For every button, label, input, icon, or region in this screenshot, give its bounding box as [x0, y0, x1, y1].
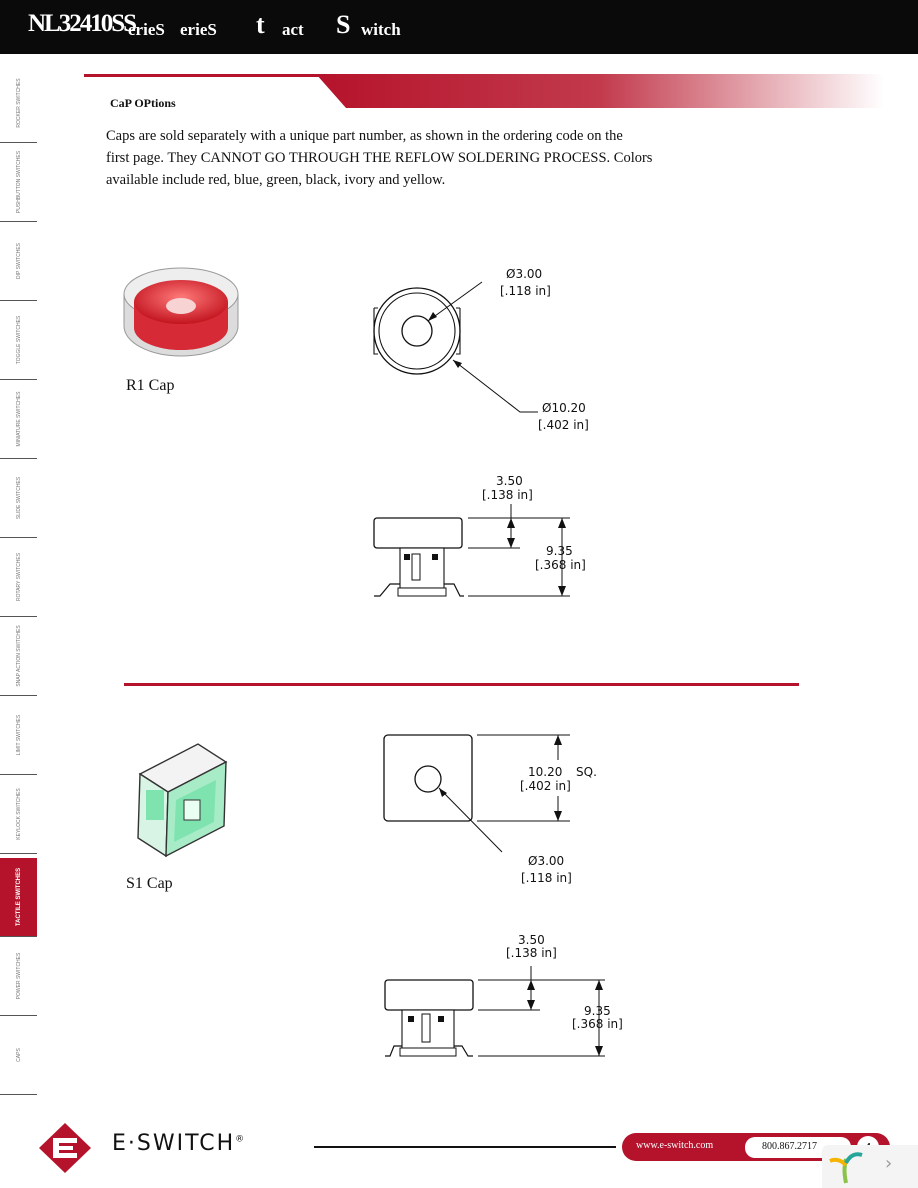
r1-cap-photo: [120, 262, 242, 362]
sidebar-tab-slide[interactable]: SLIDE SWITCHES: [0, 459, 37, 538]
sidebar-tab-tactile[interactable]: TACTILE SWITCHES: [0, 858, 37, 937]
page-header: NL32410SS erieS erieS t act S witch: [0, 0, 918, 54]
sidebar-tab-limit[interactable]: LIMIT SWITCHES: [0, 696, 37, 775]
viewer-widget: [822, 1145, 918, 1188]
header-switch-rest: witch: [361, 20, 401, 39]
r1-caption: R1 Cap: [126, 377, 175, 394]
s1-side-in-label: [.402 in]: [520, 779, 571, 793]
sidebar-tab-snap-action[interactable]: SNAP ACTION SWITCHES: [0, 617, 37, 696]
section-banner: [84, 74, 884, 108]
sidebar-tab-caps[interactable]: CAPS: [0, 1016, 37, 1095]
s1-caption: S1 Cap: [126, 875, 173, 892]
s1-hole-dia-label: Ø3.00: [528, 854, 564, 868]
sidebar-tab-rocker[interactable]: ROCKER SWITCHES: [0, 64, 37, 143]
r1-total-height-in-label: [.368 in]: [535, 558, 586, 572]
s1-side-view-drawing: 3.50 [.138 in] 9.35 [.368 in]: [380, 930, 630, 1060]
section-divider: [124, 683, 799, 686]
s1-cap-photo: [132, 740, 232, 858]
sidebar-tab-miniature[interactable]: MINIATURE SWITCHES: [0, 380, 37, 459]
r1-top-view-drawing: Ø3.00 [.118 in] Ø10.20 [.402 in]: [360, 262, 620, 438]
header-series-text: erieS: [128, 20, 165, 39]
header-part-number: NL32410SS: [28, 10, 137, 37]
s1-cap-height-label: 3.50: [518, 933, 545, 947]
s1-side-label: 10.20: [528, 765, 562, 779]
r1-side-view-drawing: 3.50 [.138 in] 9.35 [.368 in]: [370, 474, 600, 604]
r1-total-height-label: 9.35: [546, 544, 573, 558]
r1-outer-dia-label: Ø10.20: [542, 401, 586, 415]
r1-hole-dia-label: Ø3.00: [506, 267, 542, 281]
s1-hole-dia-in-label: [.118 in]: [521, 871, 572, 885]
category-sidebar: ROCKER SWITCHES PUSHBUTTON SWITCHES DIP …: [0, 64, 38, 1096]
e-switch-logo-icon: [38, 1122, 92, 1179]
s1-total-height-label: 9.35: [584, 1004, 611, 1018]
section-title: CaP OPtions: [110, 96, 176, 110]
sidebar-tab-power[interactable]: POWER SWITCHES: [0, 937, 37, 1016]
r1-cap-height-label: 3.50: [496, 474, 523, 488]
r1-outer-dia-in-label: [.402 in]: [538, 418, 589, 432]
intro-line: Caps are sold separately with a unique p…: [106, 128, 623, 144]
footer-rule: [314, 1146, 616, 1148]
footer-phone[interactable]: 800.867.2717: [762, 1141, 817, 1152]
intro-line: first page. They CANNOT GO THROUGH THE R…: [106, 150, 653, 166]
r1-cap-height-in-label: [.138 in]: [482, 488, 533, 502]
s1-top-view-drawing: 10.20 [.402 in] SQ. Ø3.00 [.118 in]: [380, 730, 620, 890]
s1-sq-label: SQ.: [576, 765, 597, 779]
intro-paragraph: Caps are sold separately with a unique p…: [106, 125, 726, 191]
header-tact-rest: act: [282, 20, 304, 39]
intro-line: available include red, blue, green, blac…: [106, 172, 446, 188]
footer-website-link[interactable]: www.e-switch.com: [636, 1140, 714, 1151]
sidebar-tab-pushbutton[interactable]: PUSHBUTTON SWITCHES: [0, 143, 37, 222]
sidebar-tab-dip[interactable]: DIP SWITCHES: [0, 222, 37, 301]
brand-wordmark: E·SWITCH®: [112, 1131, 247, 1156]
s1-total-height-in-label: [.368 in]: [572, 1017, 623, 1031]
header-switch-initial: S: [336, 10, 351, 39]
viewer-logo-icon[interactable]: [826, 1147, 866, 1187]
s1-cap-height-in-label: [.138 in]: [506, 946, 557, 960]
sidebar-tab-rotary[interactable]: ROTARY SWITCHES: [0, 538, 37, 617]
r1-hole-dia-in-label: [.118 in]: [500, 284, 551, 298]
header-series-text-2: erieS: [180, 20, 217, 39]
sidebar-tab-toggle[interactable]: TOGGLE SWITCHES: [0, 301, 37, 380]
next-page-chevron-icon[interactable]: ›: [885, 1153, 893, 1174]
sidebar-tab-keylock[interactable]: KEYLOCK SWITCHES: [0, 775, 37, 854]
header-tact-initial: t: [256, 10, 265, 39]
